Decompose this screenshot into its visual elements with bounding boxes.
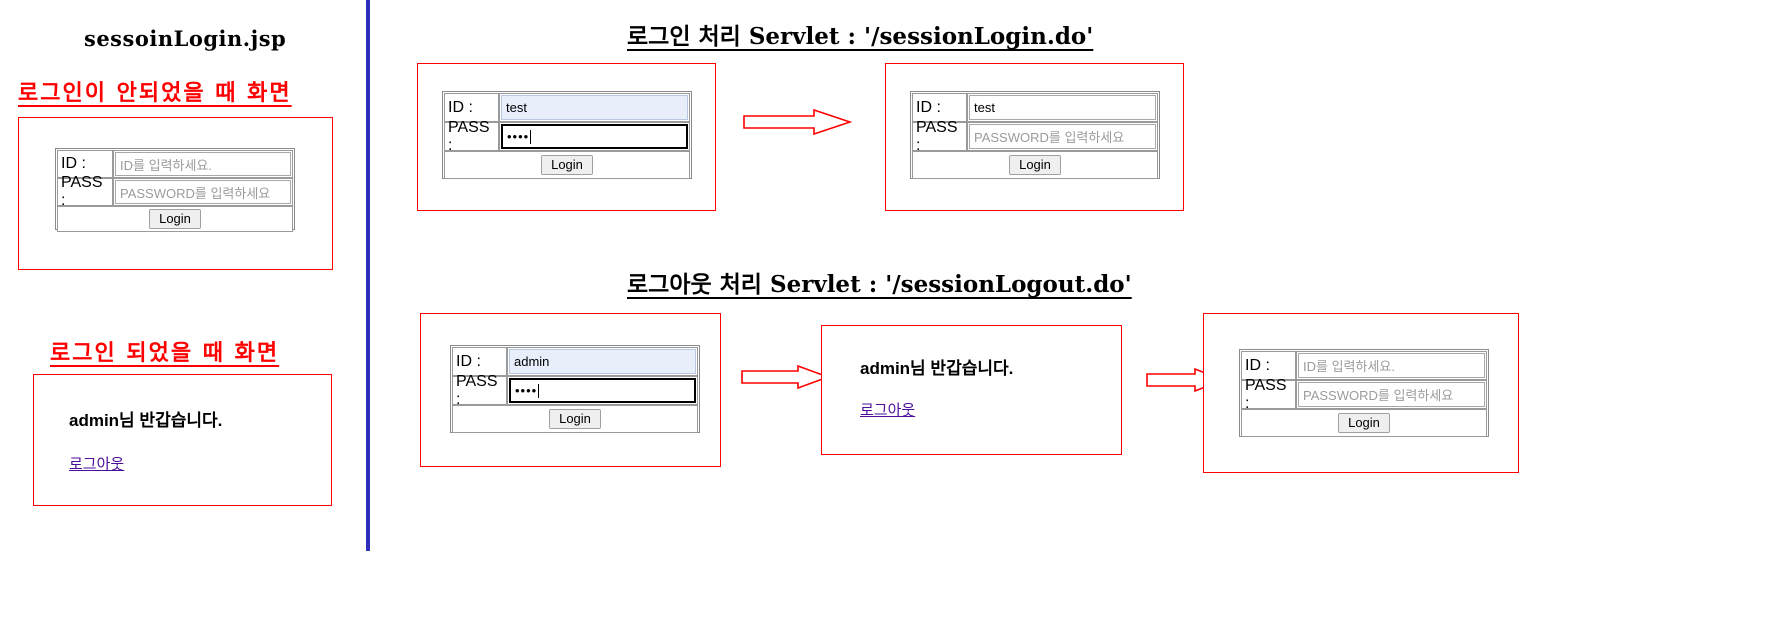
heading-logged-in: 로그인 되었을 때 화면 [50,340,280,366]
pane-logout-step1: ID : admin PASS : •••• Login [420,313,721,467]
login-button[interactable]: Login [541,155,593,175]
id-field-cell: test [499,93,690,122]
login-button[interactable]: Login [549,409,601,429]
heading-logged-out: 로그인이 안되었을 때 화면 [18,80,292,106]
pass-field-cell: •••• [499,122,690,151]
id-field-cell: ID를 입력하세요. [113,150,293,178]
id-label: ID : [912,93,967,122]
login-button[interactable]: Login [149,209,201,229]
pass-input[interactable]: PASSWORD를 입력하세요 [1298,382,1485,407]
id-input[interactable]: admin [509,349,696,374]
id-input[interactable]: test [969,95,1156,120]
form-row-submit: Login [1241,409,1487,437]
text-caret [530,129,532,144]
form-row-pass: PASS : •••• [452,373,698,408]
form-row-id: ID : admin [452,347,698,376]
form-row-submit: Login [452,405,698,433]
pass-label: PASS : [452,373,507,408]
pane-login-after: ID : test PASS : PASSWORD를 입력하세요 Login [885,63,1184,211]
login-form-logout-step3: ID : ID를 입력하세요. PASS : PASSWORD를 입력하세요 L… [1239,349,1489,437]
vertical-divider [366,0,370,551]
pass-field-cell: •••• [507,376,698,405]
pass-label: PASS : [912,119,967,154]
id-field-cell: ID를 입력하세요. [1296,351,1487,380]
flow-arrow-login [742,108,853,136]
submit-cell: Login [444,151,690,179]
form-row-pass: PASS : PASSWORD를 입력하세요 [57,174,293,209]
form-row-pass: PASS : PASSWORD를 입력하세요 [912,119,1158,154]
pane-login-before: ID : test PASS : •••• Login [417,63,716,211]
pass-label: PASS : [57,174,113,209]
id-label: ID : [1241,351,1296,380]
form-row-pass: PASS : •••• [444,119,690,154]
submit-cell: Login [1241,409,1487,437]
text-caret [538,383,540,398]
form-row-submit: Login [57,206,293,232]
form-row-submit: Login [912,151,1158,179]
id-field-cell: test [967,93,1158,122]
greeting-text: admin님 반갑습니다. [69,411,223,430]
pane-logout-step3: ID : ID를 입력하세요. PASS : PASSWORD를 입력하세요 L… [1203,313,1519,473]
submit-cell: Login [57,206,293,232]
login-button[interactable]: Login [1009,155,1061,175]
submit-cell: Login [912,151,1158,179]
form-row-id: ID : ID를 입력하세요. [57,150,293,178]
pane-logged-out: ID : ID를 입력하세요. PASS : PASSWORD를 입력하세요 L… [18,117,333,270]
pass-masked-value: •••• [507,129,530,144]
pane-logged-in: admin님 반갑습니다. 로그아웃 [33,374,332,506]
pass-input[interactable]: PASSWORD를 입력하세요 [969,124,1156,149]
pass-field-cell: PASSWORD를 입력하세요 [1296,380,1487,409]
flow-arrow-logout-1 [740,364,831,390]
pass-input[interactable]: PASSWORD를 입력하세요 [115,180,291,204]
id-input[interactable]: test [501,95,688,120]
id-label: ID : [452,347,507,376]
form-row-id: ID : test [444,93,690,122]
pass-input[interactable]: •••• [509,378,696,403]
form-row-id: ID : test [912,93,1158,122]
pass-input[interactable]: •••• [501,124,688,149]
pane-logout-step2: admin님 반갑습니다. 로그아웃 [821,325,1122,455]
login-form-logout-step1: ID : admin PASS : •••• Login [450,345,700,433]
heading-login-servlet: 로그인 처리 Servlet : '/sessionLogin.do' [627,23,1094,50]
id-input[interactable]: ID를 입력하세요. [115,152,291,176]
pass-label: PASS : [1241,377,1296,412]
login-form-before: ID : test PASS : •••• Login [442,91,692,179]
login-button[interactable]: Login [1338,413,1390,433]
heading-logout-servlet: 로그아웃 처리 Servlet : '/sessionLogout.do' [627,271,1132,298]
login-form-logged-out: ID : ID를 입력하세요. PASS : PASSWORD를 입력하세요 L… [55,148,295,232]
greeting-text: admin님 반갑습니다. [860,359,1014,378]
pass-field-cell: PASSWORD를 입력하세요 [967,122,1158,151]
logout-link[interactable]: 로그아웃 [69,456,125,473]
pass-field-cell: PASSWORD를 입력하세요 [113,178,293,206]
jsp-file-title: sessoinLogin.jsp [84,26,287,51]
pass-label: PASS : [444,119,499,154]
form-row-pass: PASS : PASSWORD를 입력하세요 [1241,377,1487,412]
id-label: ID : [57,150,113,178]
logout-link[interactable]: 로그아웃 [860,402,916,419]
id-label: ID : [444,93,499,122]
login-form-after: ID : test PASS : PASSWORD를 입력하세요 Login [910,91,1160,179]
form-row-submit: Login [444,151,690,179]
pass-masked-value: •••• [515,383,538,398]
form-row-id: ID : ID를 입력하세요. [1241,351,1487,380]
id-field-cell: admin [507,347,698,376]
submit-cell: Login [452,405,698,433]
id-input[interactable]: ID를 입력하세요. [1298,353,1485,378]
